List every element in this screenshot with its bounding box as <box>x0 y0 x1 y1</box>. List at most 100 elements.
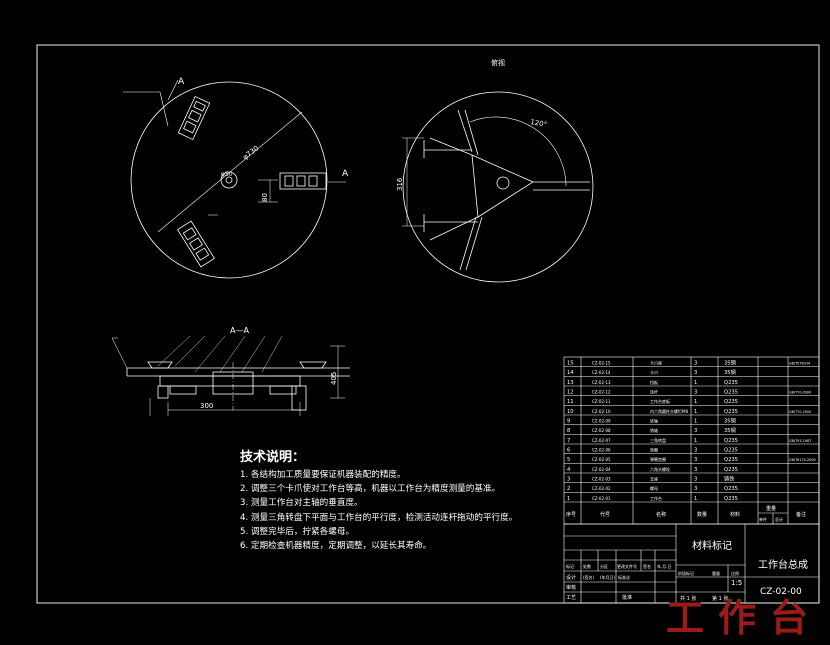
row-date: (年月日) <box>600 574 616 580</box>
bom-hdr-unit: 单件 <box>759 516 767 522</box>
front-view <box>123 79 346 279</box>
row-check: 审核 <box>566 584 576 591</box>
bom-hdr-qty: 数量 <box>697 511 707 518</box>
bom-cell-no: 9 <box>567 419 570 425</box>
rev-hdr-2: 处数 <box>583 563 591 569</box>
bom-cell-code: CZ-02-12 <box>592 390 611 395</box>
bom-cell-qty: 3 <box>694 486 697 492</box>
sheet-no: 第 1 张 <box>712 595 728 602</box>
dim-height-316: 316 <box>396 177 404 191</box>
section-mark-a-right: A <box>342 169 349 179</box>
bom-cell-mat: Q235 <box>724 457 738 463</box>
note-line-4: 4. 测量三角转盘下平面与工作台的平行度，检测活动连杆拖动的平行度。 <box>240 512 518 523</box>
top-view <box>402 91 594 283</box>
row-std2: 标准化 <box>618 574 630 580</box>
bom-cell-qty: 1 <box>694 438 697 444</box>
bom-hdr-mat: 材料 <box>730 511 740 518</box>
bom-cell-note: GB/T70-2000 <box>789 410 811 414</box>
bom-cell-no: 7 <box>567 438 570 444</box>
note-line-6: 6. 定期检查机器精度，定期调整，以延长其寿命。 <box>240 541 432 552</box>
bom-cell-qty: 1 <box>694 380 697 386</box>
title-block <box>563 523 820 604</box>
bom-cell-name: 连杆 <box>650 389 658 395</box>
bom-cell-code: CZ-02-02 <box>592 486 611 491</box>
bom-cell-name: 卡爪 <box>650 369 658 375</box>
bom-cell-name: 六角头螺栓 <box>650 466 670 472</box>
bom-cell-code: CZ-02-05 <box>592 457 611 462</box>
note-line-2: 2. 调整三个卡爪使对工作台等高，机器以工作台为精度测量的基准。 <box>240 484 501 495</box>
bom-cell-qty: 1 <box>694 399 697 405</box>
bom-cell-no: 2 <box>567 486 570 492</box>
dim-405: 405 <box>330 372 338 385</box>
bom-cell-no: 15 <box>567 361 574 367</box>
bom-hdr-total: 总计 <box>775 516 783 522</box>
scale-value: 1:5 <box>731 579 742 587</box>
bom-cell-qty: 3 <box>694 467 697 473</box>
bom-cell-mat: Q235 <box>724 380 738 386</box>
bom-cell-note: GB/T93-1987 <box>789 439 811 443</box>
bom-cell-no: 8 <box>567 428 570 434</box>
bom-cell-name: 工作台底板 <box>650 398 670 404</box>
bom-cell-no: 1 <box>567 496 570 502</box>
bom-cell-name: 销轴 <box>650 427 658 433</box>
bom-cell-code: CZ-02-06 <box>592 448 611 453</box>
notes-title: 技术说明： <box>240 450 306 465</box>
bom-cell-note: GB/T70-2000 <box>789 391 811 395</box>
bom-cell-no: 12 <box>567 390 574 396</box>
bom-hdr-code: 代号 <box>600 511 610 518</box>
rev-hdr-3: 分区 <box>600 563 608 569</box>
bom-cell-code: CZ-02-15 <box>592 361 611 366</box>
bom-cell-code: CZ-02-13 <box>592 380 611 385</box>
bom-cell-mat: 35钢 <box>724 417 736 425</box>
sheet-total: 共 1 张 <box>680 595 696 602</box>
bom-table <box>563 356 820 525</box>
stage-label-3: 比例 <box>731 570 739 576</box>
bom-cell-code: CZ-02-04 <box>592 467 611 472</box>
note-line-3: 3. 测量工作台对主轴的垂直度。 <box>240 498 363 509</box>
section-view <box>111 335 350 416</box>
dim-300: 300 <box>200 402 213 410</box>
material-mark: 材料标记 <box>692 539 732 552</box>
bom-cell-mat: 35钢 <box>724 426 736 434</box>
bom-cell-code: CZ-02-03 <box>592 477 611 482</box>
bom-cell-code: CZ-02-01 <box>592 496 611 501</box>
bom-hdr-note: 备注 <box>796 511 806 518</box>
bom-cell-mat: Q235 <box>724 496 738 502</box>
bom-cell-mat: 35钢 <box>724 368 736 376</box>
bom-cell-no: 10 <box>567 409 574 415</box>
bom-cell-code: CZ-02-10 <box>592 409 611 414</box>
bom-hdr-name: 名称 <box>656 511 666 518</box>
stage-label-1: 阶段标记 <box>678 570 694 576</box>
bom-cell-name: 卡爪座 <box>650 360 662 366</box>
bom-cell-code: CZ-02-07 <box>592 438 611 443</box>
technical-notes: 技术说明： 1. 各结构加工质量要保证机器装配的精度。 2. 调整三个卡爪使对工… <box>240 446 517 553</box>
bom-cell-name: 转轴 <box>650 418 658 424</box>
note-line-5: 5. 调整完毕后，拧紧各螺母。 <box>240 526 355 537</box>
row-design: 设计 <box>566 574 576 581</box>
rev-hdr-6: 年.月.日 <box>657 563 672 569</box>
bom-cell-mat: Q235 <box>724 448 738 454</box>
dim-hole-diameter: φ50 <box>221 171 233 178</box>
section-mark-a-top: A <box>178 77 185 87</box>
section-title: A—A <box>230 326 249 335</box>
bom-cell-name: 内六角圆柱头螺钉M8 <box>650 408 688 414</box>
bom-cell-code: CZ-02-11 <box>592 399 611 404</box>
dim-angle-120: 120° <box>530 118 548 129</box>
watermark-title: 工作台 <box>666 595 823 640</box>
dim-offset-80: 80 <box>261 193 269 202</box>
bom-cell-name: 垫圈 <box>650 447 658 453</box>
rev-hdr-4: 更改文件号 <box>617 563 637 569</box>
bom-cell-name: 工作台 <box>650 495 662 501</box>
bom-cell-name: 弹簧垫圈 <box>650 456 666 462</box>
bom-cell-name: 螺母 <box>650 485 658 491</box>
bom-cell-mat: Q235 <box>724 467 738 473</box>
bom-cell-no: 5 <box>567 457 570 463</box>
bom-cell-qty: 1 <box>694 419 697 425</box>
bom-cell-code: CZ-02-09 <box>592 419 611 424</box>
row-std: (签名) <box>583 574 595 580</box>
top-view-title: 俯视 <box>491 58 505 67</box>
bom-cell-qty: 3 <box>694 370 697 376</box>
bom-cell-qty: 3 <box>694 390 697 396</box>
bom-cell-no: 14 <box>567 370 574 376</box>
row-approve: 批准 <box>622 594 632 601</box>
